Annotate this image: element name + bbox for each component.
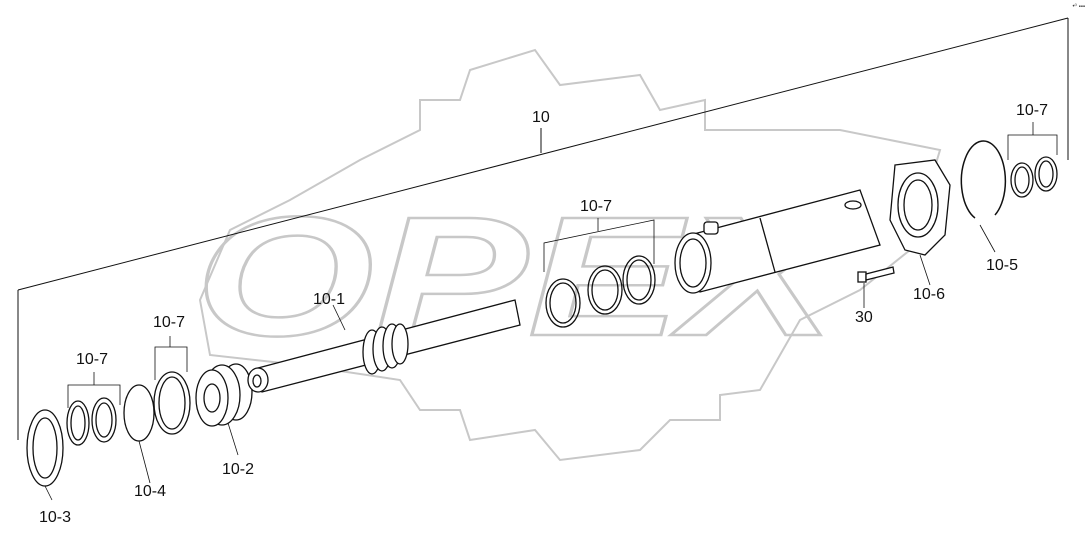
rod-part bbox=[247, 299, 521, 393]
end-ring-part bbox=[26, 409, 64, 501]
gear-watermark bbox=[198, 48, 942, 462]
bolt-part bbox=[857, 266, 895, 308]
callout-flange: 10-6 bbox=[913, 286, 946, 303]
callout-piston: 10-2 bbox=[222, 461, 255, 478]
flange-part bbox=[889, 159, 951, 286]
callout-rod: 10-1 bbox=[313, 291, 346, 308]
seal-kit-right-part bbox=[1007, 122, 1058, 198]
callout-seal-kit-middle: 10-7 bbox=[580, 198, 613, 215]
seal-kit-left-a-part bbox=[66, 372, 121, 446]
assembly-bracket bbox=[17, 17, 1069, 440]
corner-mark: •⁰ ▪▪▪ bbox=[1072, 4, 1085, 10]
callout-seal-kit-right: 10-7 bbox=[1016, 102, 1049, 119]
snap-ring-part bbox=[960, 140, 1007, 253]
seal-kit-middle-part bbox=[543, 218, 656, 328]
callout-retaining-ring: 10-4 bbox=[134, 483, 167, 500]
cylinder-tube-part bbox=[674, 189, 881, 294]
callout-seal-kit-left-b: 10-7 bbox=[153, 314, 186, 331]
seal-kit-left-b-part bbox=[153, 336, 191, 435]
callout-bolt: 30 bbox=[855, 309, 873, 326]
callout-end-ring: 10-3 bbox=[39, 509, 72, 526]
callout-seal-kit-left-a: 10-7 bbox=[76, 351, 109, 368]
callout-assembly: 10 bbox=[532, 109, 550, 126]
piston-part bbox=[195, 363, 253, 456]
callout-snap-ring: 10-5 bbox=[986, 257, 1019, 274]
retaining-ring-part bbox=[123, 384, 155, 484]
